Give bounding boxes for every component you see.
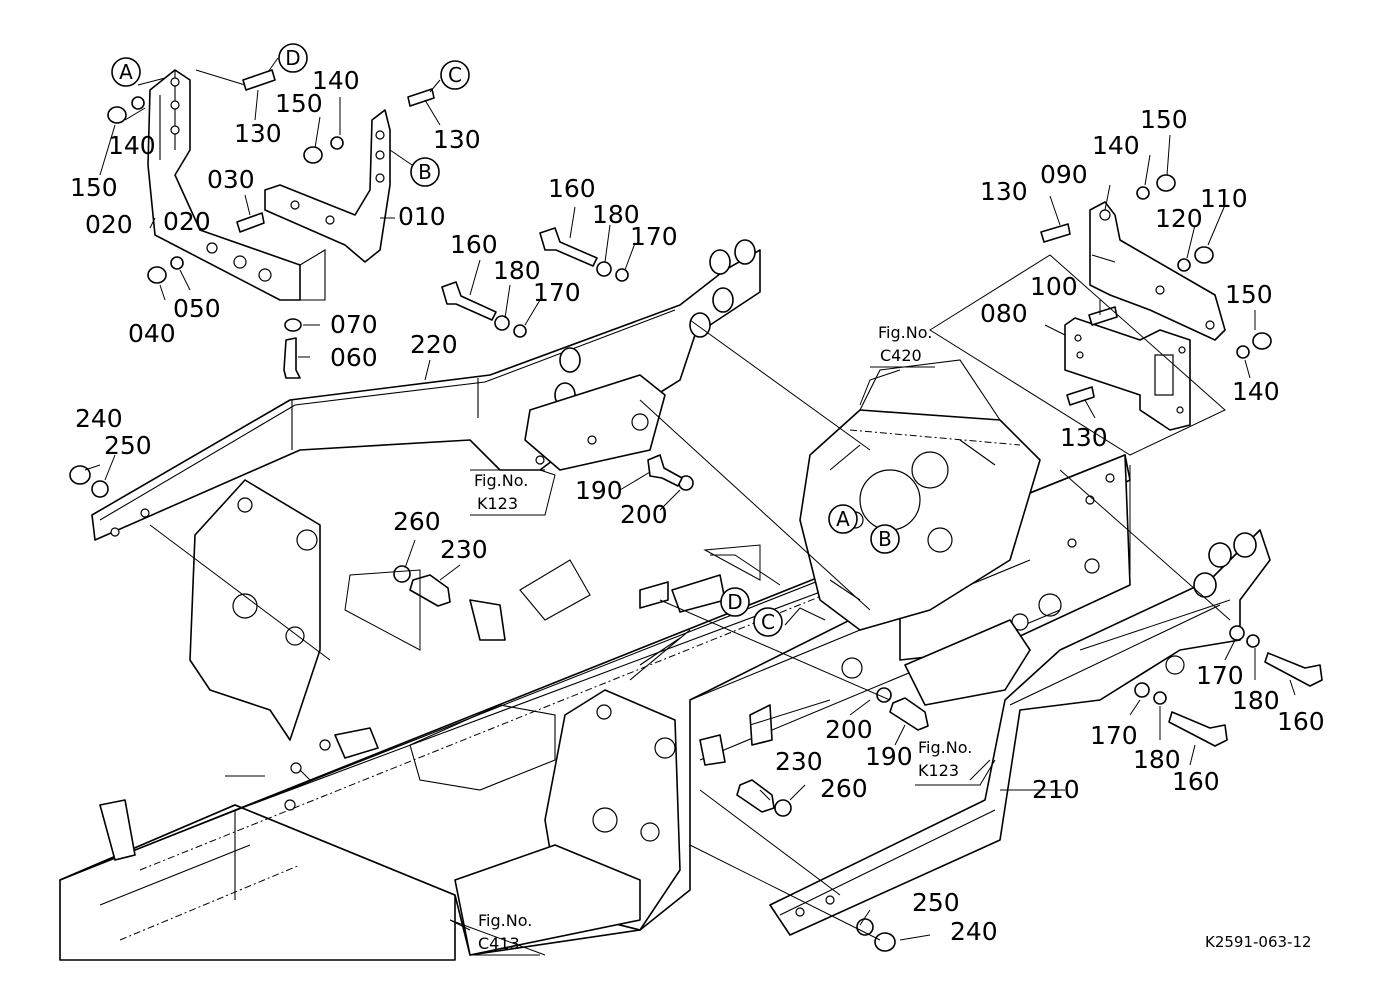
label-170-a: 170	[630, 222, 678, 251]
label-230-l: 230	[440, 535, 488, 564]
label-240-l: 240	[75, 404, 123, 433]
callout-circle-d-center	[720, 587, 750, 617]
label-090: 090	[1040, 160, 1088, 189]
callout-c-top: C	[448, 63, 462, 87]
callout-circle-a-center	[828, 504, 858, 534]
label-230-r: 230	[775, 747, 823, 776]
label-140-r: 140	[1232, 377, 1280, 406]
assembly-guide-lines	[149, 250, 1231, 941]
part-number-labels: 020 020 010 030 040 050 070 060 130 130 …	[70, 66, 1325, 946]
bracket-020	[147, 69, 326, 301]
label-160-r2: 160	[1172, 767, 1220, 796]
label-200-r: 200	[825, 715, 873, 744]
label-260-l: 260	[393, 507, 441, 536]
label-130-tr: 130	[980, 177, 1028, 206]
label-050: 050	[173, 294, 221, 323]
label-180-r1: 180	[1232, 686, 1280, 715]
fig-code-c413: C413	[478, 934, 520, 953]
label-150-tl: 150	[70, 173, 118, 202]
callout-a-center: A	[836, 507, 850, 531]
label-160-r1: 160	[1277, 707, 1325, 736]
callout-d-center: D	[727, 590, 742, 614]
callout-a-top: A	[119, 60, 133, 84]
bracket-090	[1089, 201, 1226, 341]
label-150-tc: 150	[275, 89, 323, 118]
label-120: 120	[1155, 204, 1203, 233]
drawing-code: K2591-063-12	[1205, 933, 1312, 951]
callout-circle-c-center	[753, 607, 783, 637]
label-010: 010	[398, 202, 446, 231]
label-130-tc: 130	[433, 125, 481, 154]
label-180-r2: 180	[1133, 745, 1181, 774]
fig-label-k123-right: Fig.No.	[918, 738, 972, 757]
label-040: 040	[128, 319, 176, 348]
figure-references: Fig.No. C420 Fig.No. K123 Fig.No. K123 F…	[474, 323, 972, 953]
label-160-a: 160	[548, 174, 596, 203]
label-170-r1: 170	[1196, 661, 1244, 690]
side-frame-210	[769, 529, 1271, 936]
fig-code-c420: C420	[880, 346, 922, 365]
label-210: 210	[1032, 775, 1080, 804]
bracket-080	[1064, 317, 1191, 431]
label-200-l: 200	[620, 500, 668, 529]
label-020: 020	[163, 207, 211, 236]
label-020-b: 020	[85, 210, 133, 239]
letter-callouts: A B C D A B C D	[111, 43, 900, 637]
label-180-b: 180	[493, 256, 541, 285]
label-190-l: 190	[575, 476, 623, 505]
label-220: 220	[410, 330, 458, 359]
label-140-tl: 140	[108, 131, 156, 160]
side-frame-220	[91, 239, 761, 541]
callout-circle-c-top	[440, 60, 470, 90]
leader-lines	[84, 57, 1296, 956]
label-170-r2: 170	[1090, 721, 1138, 750]
fig-label-c420: Fig.No.	[878, 323, 932, 342]
label-170-b: 170	[533, 278, 581, 307]
callout-circle-b-center	[870, 524, 900, 554]
label-190-r: 190	[865, 742, 913, 771]
callout-circle-b-top	[410, 157, 440, 187]
fig-label-k123-left: Fig.No.	[474, 471, 528, 490]
label-250-b: 250	[912, 888, 960, 917]
label-160-b: 160	[450, 230, 498, 259]
callout-d-top: D	[285, 46, 300, 70]
label-130-tl: 130	[234, 119, 282, 148]
fig-code-k123-right: K123	[918, 761, 959, 780]
fig-label-c413: Fig.No.	[478, 911, 532, 930]
label-060: 060	[330, 343, 378, 372]
callout-b-top: B	[418, 160, 432, 184]
label-150-r: 150	[1225, 280, 1273, 309]
transmission-housing	[799, 359, 1041, 631]
label-140-tc: 140	[312, 66, 360, 95]
callout-b-center: B	[878, 527, 892, 551]
label-250-l: 250	[104, 431, 152, 460]
bracket-010	[264, 109, 391, 263]
label-150-tr: 150	[1140, 105, 1188, 134]
fasteners	[69, 69, 1323, 952]
label-080: 080	[980, 299, 1028, 328]
callout-circle-d-top	[278, 43, 308, 73]
fig-code-k123-left: K123	[477, 494, 518, 513]
label-240-b: 240	[950, 917, 998, 946]
label-130-r: 130	[1060, 423, 1108, 452]
callout-circle-a-top	[111, 57, 141, 87]
label-100: 100	[1030, 272, 1078, 301]
callout-c-center: C	[761, 610, 775, 634]
label-180-a: 180	[592, 200, 640, 229]
label-110: 110	[1200, 184, 1248, 213]
label-140-tr: 140	[1092, 131, 1140, 160]
label-260-r: 260	[820, 774, 868, 803]
label-070: 070	[330, 310, 378, 339]
label-030: 030	[207, 165, 255, 194]
